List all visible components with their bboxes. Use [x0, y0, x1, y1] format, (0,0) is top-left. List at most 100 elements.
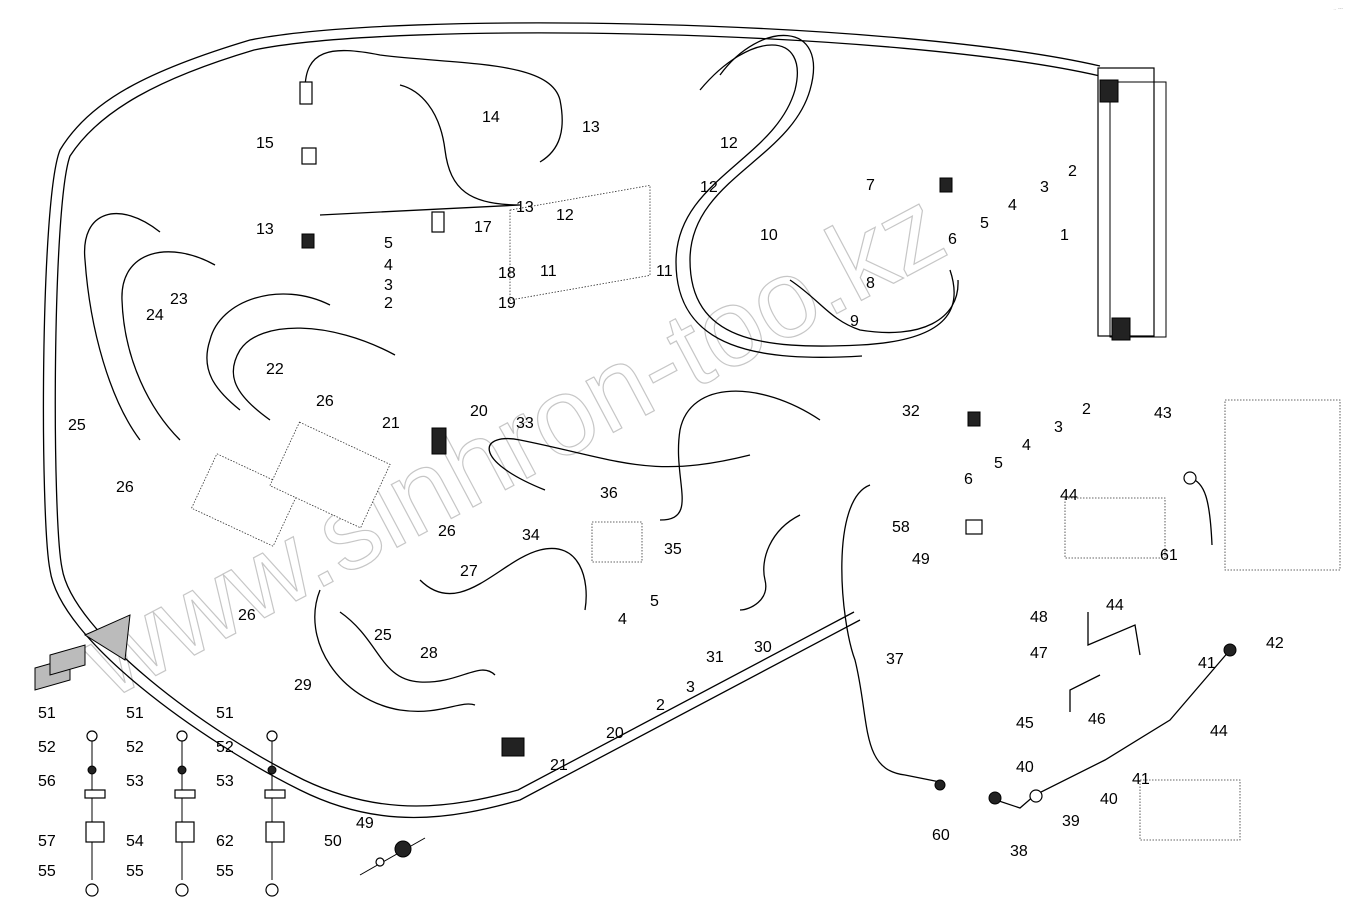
- part-label-36: 36: [600, 485, 618, 502]
- part-label-31: 31: [706, 649, 724, 666]
- part-label-38: 38: [1010, 843, 1028, 860]
- direction-indicator: [34, 614, 131, 691]
- part-label-47: 47: [1030, 645, 1048, 662]
- part-label-54: 54: [126, 833, 144, 850]
- part-label-49: 49: [912, 551, 930, 568]
- part-label-3: 3: [1054, 419, 1063, 436]
- part-label-37: 37: [886, 651, 904, 668]
- part-label-12: 12: [720, 135, 738, 152]
- hose-23: [121, 251, 216, 441]
- part-label-23: 23: [170, 291, 188, 308]
- part-label-21: 21: [550, 757, 568, 774]
- part-label-26: 26: [116, 479, 134, 496]
- part-label-25: 25: [374, 627, 392, 644]
- part-label-39: 39: [1062, 813, 1080, 830]
- part-label-40: 40: [1016, 759, 1034, 776]
- gearbox: [1224, 399, 1341, 571]
- part-label-11: 11: [656, 263, 673, 280]
- oil-cooler: [1097, 67, 1167, 341]
- part-label-4: 4: [1022, 437, 1031, 454]
- tube-45: [1069, 674, 1101, 712]
- part-label-2: 2: [1082, 401, 1091, 418]
- hose-10: [689, 34, 955, 347]
- part-label-2: 2: [384, 295, 393, 312]
- part-label-3: 3: [384, 277, 393, 294]
- part-label-44: 44: [1106, 597, 1124, 614]
- valve-block-small: [591, 521, 643, 563]
- part-label-2: 2: [1068, 163, 1077, 180]
- part-label-4: 4: [1008, 197, 1017, 214]
- part-label-13: 13: [582, 119, 600, 136]
- plug-49-50: [359, 837, 426, 876]
- part-label-9: 9: [850, 313, 859, 330]
- part-label-58: 58: [892, 519, 910, 536]
- clamp-set-2: [174, 730, 196, 897]
- part-label-50: 50: [324, 833, 342, 850]
- fittings: [299, 81, 1237, 805]
- part-label-45: 45: [1016, 715, 1034, 732]
- hose-9: [789, 279, 959, 334]
- part-label-2: 2: [656, 697, 665, 714]
- part-label-5: 5: [384, 235, 393, 252]
- part-label-44: 44: [1060, 487, 1078, 504]
- hose-28: [339, 611, 496, 683]
- hose-24: [84, 213, 161, 441]
- part-label-10: 10: [760, 227, 778, 244]
- part-label-3: 3: [1040, 179, 1049, 196]
- part-label-51: 51: [216, 705, 234, 722]
- hose-22: [206, 293, 331, 411]
- hose-37: [841, 484, 941, 783]
- part-label-42: 42: [1266, 635, 1284, 652]
- part-label-48: 48: [1030, 609, 1048, 626]
- hose-29: [314, 589, 476, 712]
- part-label-52: 52: [126, 739, 144, 756]
- part-label-55: 55: [38, 863, 56, 880]
- part-label-11: 11: [540, 263, 557, 280]
- part-label-61: 61: [1160, 547, 1178, 564]
- part-label-29: 29: [294, 677, 312, 694]
- part-label-34: 34: [522, 527, 540, 544]
- part-label-21: 21: [382, 415, 400, 432]
- hose-33b: [659, 390, 821, 521]
- part-label-28: 28: [420, 645, 438, 662]
- part-label-53: 53: [216, 773, 234, 790]
- part-label-5: 5: [650, 593, 659, 610]
- part-label-6: 6: [964, 471, 973, 488]
- part-label-60: 60: [932, 827, 950, 844]
- part-label-49: 49: [356, 815, 374, 832]
- part-label-20: 20: [606, 725, 624, 742]
- part-label-1: 1: [1060, 227, 1069, 244]
- part-label-7: 7: [866, 177, 875, 194]
- clamp-set-3: [264, 730, 286, 897]
- part-label-52: 52: [216, 739, 234, 756]
- part-label-27: 27: [460, 563, 478, 580]
- part-label-43: 43: [1154, 405, 1172, 422]
- part-label-46: 46: [1088, 711, 1106, 728]
- part-label-41: 41: [1198, 655, 1216, 672]
- part-label-53: 53: [126, 773, 144, 790]
- part-label-19: 19: [498, 295, 516, 312]
- clamp-set-1: [84, 730, 106, 897]
- part-label-35: 35: [664, 541, 682, 558]
- hose-10b: [675, 44, 863, 358]
- part-label-44: 44: [1210, 723, 1228, 740]
- part-label-8: 8: [866, 275, 875, 292]
- part-label-6: 6: [948, 231, 957, 248]
- tube-61: [1189, 477, 1213, 546]
- part-label-51: 51: [126, 705, 144, 722]
- part-label-51: 51: [38, 705, 56, 722]
- part-label-3: 3: [686, 679, 695, 696]
- left-valve-stack: [191, 421, 391, 547]
- hose-25: [232, 327, 396, 421]
- part-label-52: 52: [38, 739, 56, 756]
- part-label-12: 12: [556, 207, 574, 224]
- hose-30: [739, 514, 801, 611]
- part-label-12: 12: [700, 179, 718, 196]
- part-label-4: 4: [384, 257, 393, 274]
- part-label-62: 62: [216, 833, 234, 850]
- part-label-13: 13: [516, 199, 534, 216]
- part-label-55: 55: [126, 863, 144, 880]
- part-label-18: 18: [498, 265, 516, 282]
